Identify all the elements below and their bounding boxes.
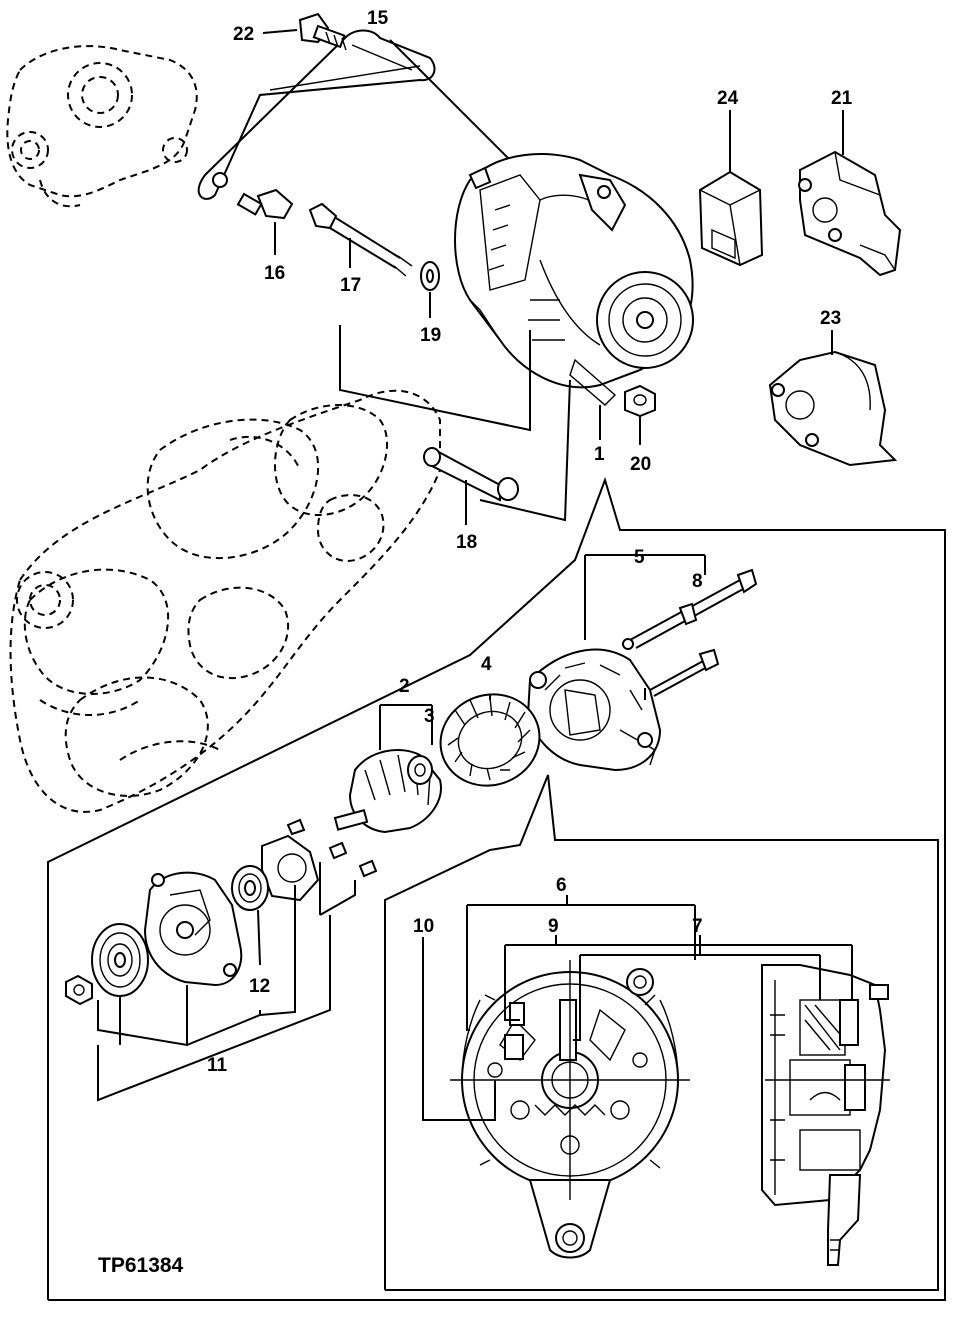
label-9: 9 xyxy=(548,916,559,937)
label-10: 10 xyxy=(413,916,434,937)
leader-lines-inset xyxy=(380,554,853,1121)
label-6: 6 xyxy=(556,875,567,896)
label-21: 21 xyxy=(831,88,853,109)
label-7: 7 xyxy=(692,916,703,937)
front-housing xyxy=(143,871,243,1045)
engine-block-ghost xyxy=(9,389,441,813)
inset-frame xyxy=(384,774,939,1291)
bracket-21 xyxy=(798,110,902,277)
label-5: 5 xyxy=(634,547,645,568)
bearing-12 xyxy=(231,865,269,966)
label-1: 1 xyxy=(594,444,605,465)
leader-lines-top xyxy=(339,325,601,522)
nut-20 xyxy=(624,384,656,445)
label-20: 20 xyxy=(630,454,651,475)
stator-4 xyxy=(439,693,541,787)
label-4: 4 xyxy=(481,654,492,675)
label-12: 12 xyxy=(249,976,270,997)
label-15: 15 xyxy=(367,8,389,29)
washer-19 xyxy=(420,261,440,318)
screws-small xyxy=(286,818,378,916)
label-3: 3 xyxy=(424,706,435,727)
rear-housing-5 xyxy=(526,648,662,772)
reference-code: TP61384 xyxy=(98,1254,184,1277)
label-17: 17 xyxy=(340,275,361,296)
label-19: 19 xyxy=(420,325,441,346)
exploded-view-frame xyxy=(47,476,946,1301)
leader-lines-11-12 xyxy=(97,885,331,1102)
bolt-16 xyxy=(236,188,294,255)
rear-view-regulator xyxy=(450,960,690,1259)
bearing-3 xyxy=(407,755,433,785)
label-23: 23 xyxy=(820,308,841,329)
cover-24 xyxy=(698,110,764,267)
pulley-11 xyxy=(91,923,149,1045)
bracket-23 xyxy=(768,330,898,467)
nut-11 xyxy=(65,974,93,1006)
label-8: 8 xyxy=(692,571,703,592)
label-22: 22 xyxy=(233,24,254,45)
bolt-22 xyxy=(298,12,347,51)
label-11: 11 xyxy=(207,1055,228,1076)
label-16: 16 xyxy=(264,263,285,284)
label-18: 18 xyxy=(456,532,477,553)
bolt-8 xyxy=(622,568,758,650)
label-2: 2 xyxy=(399,676,410,697)
bolt-17 xyxy=(308,202,413,277)
part-labels: 22 15 24 21 16 17 19 23 1 20 18 5 8 4 2 … xyxy=(207,8,853,1076)
bolt-5-lower xyxy=(644,648,720,700)
water-pump-ghost xyxy=(6,45,198,208)
label-24: 24 xyxy=(717,88,739,109)
plate-gasket xyxy=(261,834,320,902)
spacer-18 xyxy=(423,447,519,525)
adjusting-strap-15 xyxy=(197,29,521,200)
alternator-assembly-1 xyxy=(454,153,694,406)
side-section-view xyxy=(761,964,890,1266)
